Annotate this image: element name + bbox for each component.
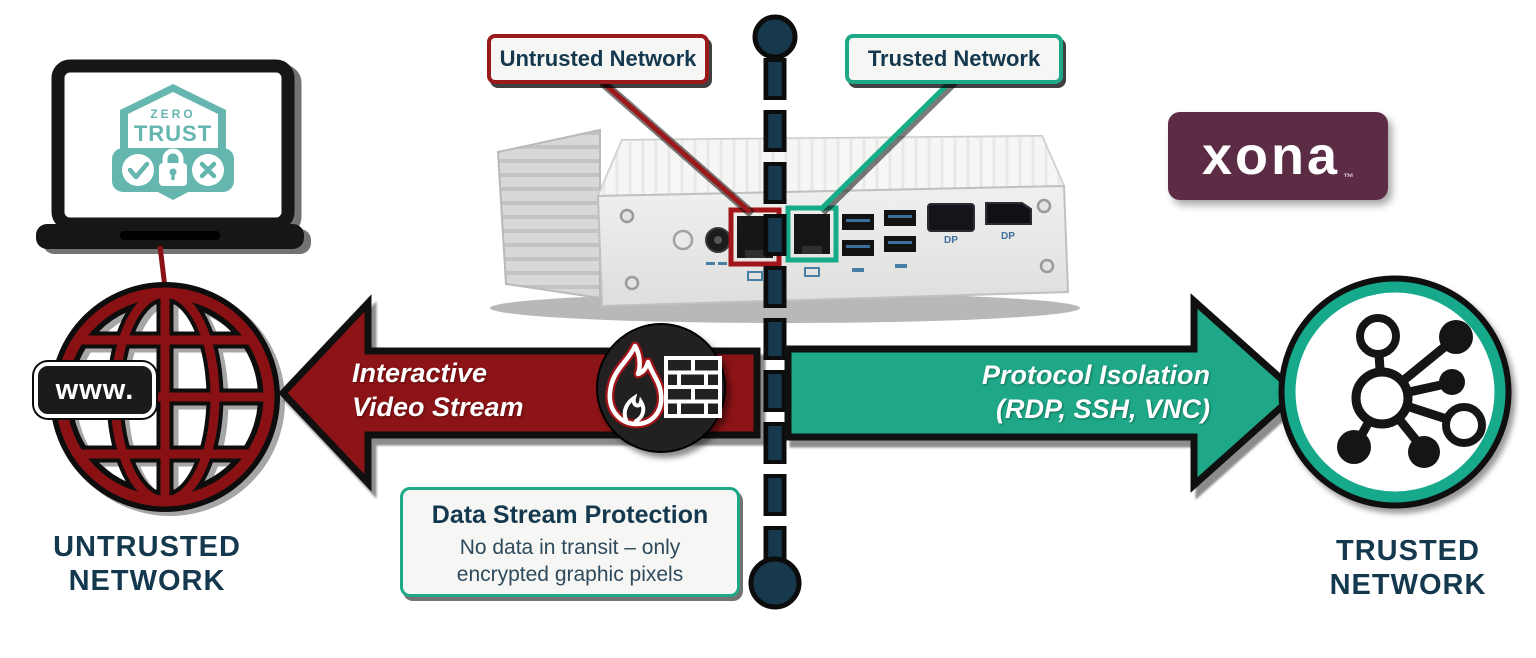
shield-text-zero: ZERO xyxy=(150,107,195,121)
usb-ports xyxy=(842,210,916,272)
trusted-label-line2: NETWORK xyxy=(1329,569,1487,601)
displayport-ports: DP DP xyxy=(927,202,1032,246)
divider-top-endpoint xyxy=(752,14,798,60)
ethernet-port-untrusted xyxy=(728,207,782,281)
protocol-isolation-arrow xyxy=(784,293,1303,493)
trusted-label-line1: TRUSTED xyxy=(1336,535,1480,567)
ethernet-port-trusted xyxy=(785,205,839,277)
xona-logo-trademark: ™ xyxy=(1343,172,1355,184)
zero-trust-shield-icon: ZERO TRUST xyxy=(112,84,234,200)
arrow-left-line1: Interactive xyxy=(352,358,488,388)
x-icon xyxy=(192,154,224,186)
arrow-right-line1: Protocol Isolation xyxy=(981,360,1210,390)
untrusted-network-callout: Untrusted Network xyxy=(487,34,709,84)
network-hub-icon xyxy=(1337,314,1486,468)
arrow-left-line2: Video Stream xyxy=(352,392,524,422)
www-badge-label: www. xyxy=(55,373,135,406)
check-icon xyxy=(122,154,154,186)
interactive-video-stream-label: Interactive Video Stream xyxy=(352,356,582,424)
divider-bottom-endpoint xyxy=(748,556,802,610)
trusted-callout-label: Trusted Network xyxy=(867,46,1041,71)
data-stream-protection-box: Data Stream Protection No data in transi… xyxy=(400,487,740,597)
trusted-network-circle xyxy=(1278,275,1512,509)
dp-label-1: DP xyxy=(944,235,958,246)
trusted-network-label: TRUSTED NETWORK xyxy=(1298,534,1518,602)
untrusted-label-line2: NETWORK xyxy=(68,565,226,597)
trusted-port-highlight-frame xyxy=(785,205,839,263)
untrusted-callout-label: Untrusted Network xyxy=(499,46,697,71)
untrusted-label-line1: UNTRUSTED xyxy=(53,531,241,563)
firewall-icon xyxy=(596,323,726,453)
network-divider-dashed-line xyxy=(748,14,802,610)
trusted-callout-line xyxy=(818,78,958,216)
arrow-right-line2: (RDP, SSH, VNC) xyxy=(995,394,1210,424)
protection-box-line2: encrypted graphic pixels xyxy=(456,563,684,586)
untrusted-callout-line xyxy=(598,78,755,218)
www-badge xyxy=(32,360,158,420)
interactive-video-arrow xyxy=(278,294,761,492)
protection-box-title: Data Stream Protection xyxy=(431,501,709,529)
dp-label-2: DP xyxy=(1001,231,1015,242)
xona-logo-text: xona xyxy=(1201,126,1341,186)
protection-box-line1: No data in transit – only xyxy=(459,536,681,559)
untrusted-network-label: UNTRUSTED NETWORK xyxy=(22,530,272,598)
lock-icon xyxy=(159,148,187,186)
brick-wall-icon xyxy=(664,356,722,418)
trusted-network-callout: Trusted Network xyxy=(845,34,1063,84)
xona-logo: xona ™ xyxy=(1168,112,1388,200)
reset-button xyxy=(672,229,694,251)
shield-text-trust: TRUST xyxy=(134,121,212,146)
protocol-isolation-label: Protocol Isolation (RDP, SSH, VNC) xyxy=(890,358,1210,426)
flame-icon xyxy=(605,341,666,429)
